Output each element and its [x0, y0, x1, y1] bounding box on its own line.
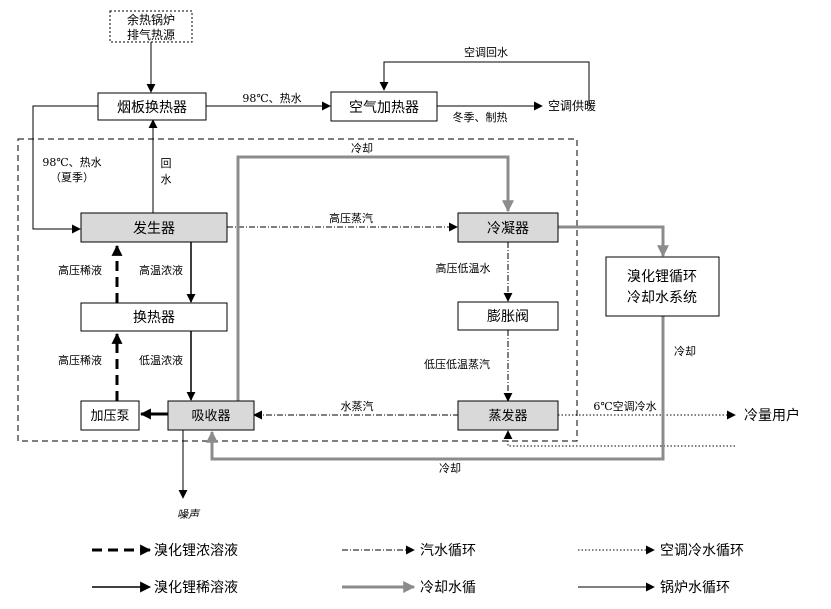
summer-hot-water-line2: （夏季）: [50, 171, 94, 184]
legend-item-steam-water: 汽水循环: [342, 543, 476, 559]
return-water-label-1: 回: [161, 157, 172, 170]
legend-item-boiler-water: 锅炉水循环: [578, 580, 730, 596]
lt-conc-label: 低温浓液: [139, 353, 183, 367]
absorber-box: 吸收器: [167, 400, 255, 431]
legend-item-chilled-water: 空调冷水循环: [578, 543, 744, 559]
water-vapor-label: 水蒸汽: [341, 399, 374, 413]
absorber-label: 吸收器: [191, 409, 230, 424]
noise-label: 噪声: [177, 508, 201, 521]
legend-label: 空调冷水循环: [660, 543, 744, 559]
arrow-ac-return: [379, 61, 590, 106]
legend-label: 溴化锂浓溶液: [154, 543, 238, 559]
cooling-absorber-to-condenser: [236, 155, 514, 401]
condenser-box: 冷凝器: [457, 212, 559, 243]
hp-dilute-upper-label: 高压稀液: [58, 263, 102, 277]
ac-return-label: 空调回水: [464, 45, 508, 59]
chilled-water-label: 6℃空调冷水: [593, 399, 656, 413]
cooling-system-line1: 溴化锂循环: [627, 269, 697, 285]
hot-water-98-label: 98℃、热水: [242, 92, 301, 105]
air-heater-label: 空气加热器: [349, 100, 419, 116]
arrow-plate-hx-to-generator: [32, 105, 98, 234]
air-heater-box: 空气加热器: [330, 91, 438, 122]
legend: 溴化锂浓溶液 汽水循环 空调冷水循环 溴化锂稀溶液 冷却水循 锅炉水循环: [92, 543, 744, 596]
plate-heat-exchanger-box: 烟板换热器: [97, 92, 207, 121]
summer-hot-water-line1: 98℃、热水: [42, 156, 101, 169]
winter-heating-label: 冬季、制热: [453, 110, 508, 124]
ht-conc-label: 高温浓液: [139, 263, 183, 277]
pump-box: 加压泵: [80, 400, 140, 431]
heat-source-line2: 排气热源: [127, 27, 175, 42]
expansion-valve-box: 膨胀阀: [457, 301, 559, 331]
generator-box: 发生器: [80, 212, 228, 243]
plate-heat-exchanger-label: 烟板换热器: [117, 99, 187, 116]
condenser-label: 冷凝器: [487, 221, 529, 237]
legend-label: 溴化锂稀溶液: [154, 580, 238, 596]
hp-dilute-lower-label: 高压稀液: [58, 353, 102, 367]
cooling-system-line2: 冷却水系统: [627, 290, 697, 306]
ac-supply-label: 空调供暖: [548, 99, 596, 113]
generator-label: 发生器: [133, 221, 175, 237]
cooling-condenser-to-system: [558, 225, 669, 258]
cold-user-label: 冷量用户: [744, 407, 800, 424]
heat-source-box: 余热锅炉 排气热源: [109, 10, 193, 43]
legend-label: 汽水循环: [420, 543, 476, 559]
legend-item-dilute-solution: 溴化锂稀溶液: [92, 580, 238, 596]
expansion-valve-label: 膨胀阀: [487, 308, 529, 325]
lp-lt-steam-label: 低压低温蒸汽: [424, 357, 490, 371]
legend-label: 冷却水循: [420, 580, 476, 596]
cooling-system-to-absorber: [206, 316, 665, 461]
hp-steam-label: 高压蒸汽: [329, 211, 373, 225]
hp-low-temp-water-label: 高压低温水: [436, 261, 491, 275]
return-water-label-2: 水: [161, 173, 172, 186]
heat-exchanger-box: 换热器: [80, 302, 228, 332]
cooling-bottom-label: 冷却: [439, 462, 461, 475]
system-boundary: [17, 138, 578, 442]
cooling-top-label: 冷却: [351, 142, 373, 155]
heat-source-line1: 余热锅炉: [127, 12, 175, 27]
evaporator-box: 蒸发器: [457, 400, 559, 431]
heat-exchanger-label: 换热器: [133, 309, 175, 326]
legend-label: 锅炉水循环: [660, 580, 730, 596]
legend-item-conc-solution: 溴化锂浓溶液: [92, 543, 238, 559]
legend-item-cooling-water: 冷却水循: [342, 580, 476, 596]
arrow-user-return: [503, 430, 735, 447]
evaporator-label: 蒸发器: [488, 408, 527, 424]
cooling-right-label: 冷却: [674, 345, 696, 358]
cooling-system-box: 溴化锂循环 冷却水系统: [605, 256, 720, 317]
pump-label: 加压泵: [90, 409, 129, 424]
